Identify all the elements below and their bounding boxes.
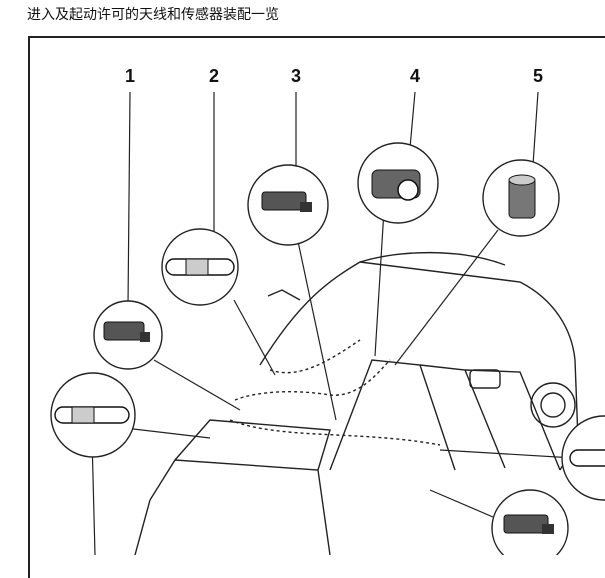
leader-lines: [91, 91, 575, 555]
ignition-lock-icon: [482, 159, 560, 237]
callout-1: 1: [125, 66, 135, 86]
door-handle-icon: [161, 228, 239, 306]
door-handle-icon: [50, 372, 136, 458]
callout-5: 5: [533, 66, 543, 86]
antenna-module-icon: [247, 164, 329, 246]
antenna-module-icon: [93, 300, 163, 370]
callout-3: 3: [291, 66, 301, 86]
door-handle-icon: [561, 415, 605, 501]
diagram-caption: 进入及起动许可的天线和传感器装配一览: [27, 7, 279, 23]
antenna-module-icon: [491, 489, 569, 555]
start-button-icon: [357, 142, 439, 224]
callout-4: 4: [410, 66, 420, 86]
callout-2: 2: [209, 66, 219, 86]
diagram-canvas: 1 2 3 4 5: [50, 66, 605, 555]
diagram-frame: [28, 36, 605, 578]
